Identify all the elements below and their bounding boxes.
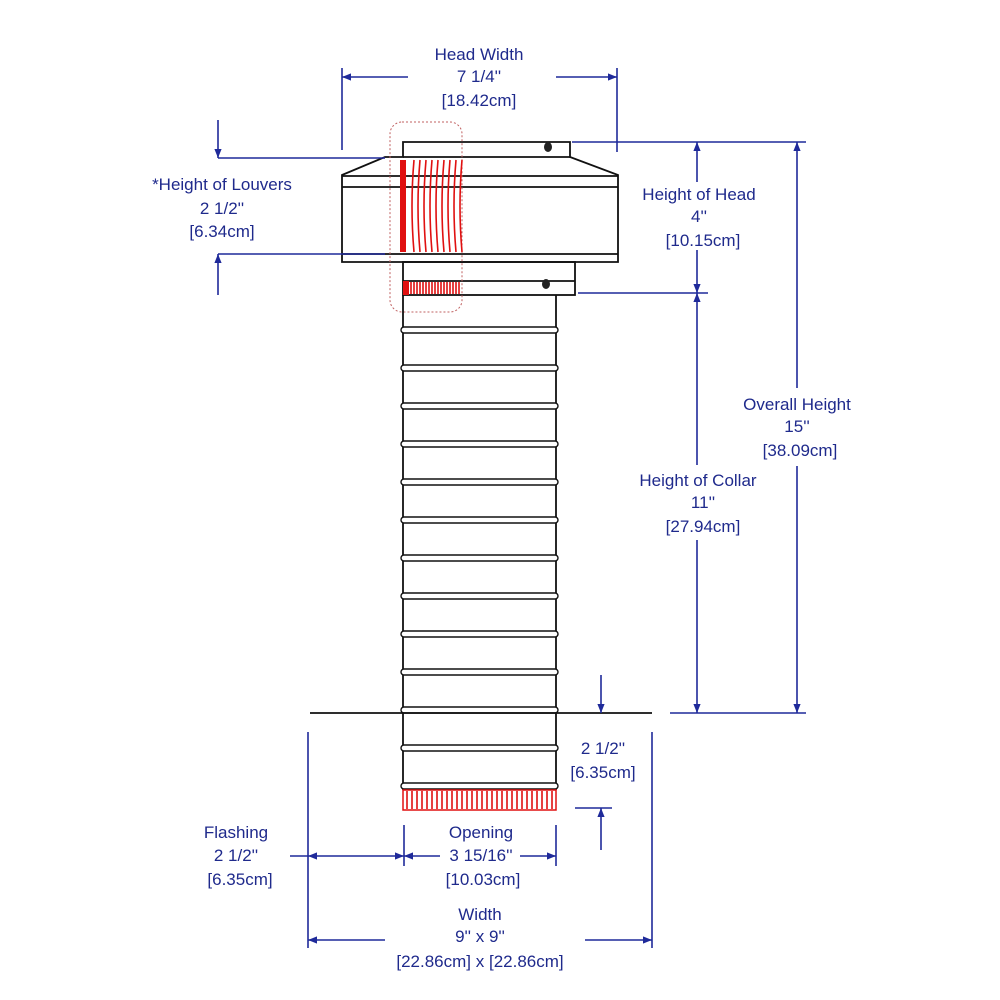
collar-rib [400, 592, 559, 600]
head-width-label: Head Width [435, 45, 524, 64]
collar-rib [400, 326, 559, 334]
louver-line [423, 159, 427, 253]
collar-rib [400, 554, 559, 562]
overall-height-label: Overall Height [743, 395, 851, 414]
collar-rib [400, 440, 559, 448]
below-roof-dimension: 2 1/2'' [6.35cm] [570, 675, 636, 850]
collar-rib [400, 630, 559, 638]
louver-line [435, 159, 439, 253]
flashing-label: Flashing [204, 823, 268, 842]
collar-rib [400, 782, 559, 790]
head-width-imperial: 7 1/4'' [457, 67, 501, 86]
collar-height-metric: [27.94cm] [666, 517, 741, 536]
collar-rib [400, 516, 559, 524]
overall-height-dimension: Overall Height 15'' [38.09cm] [743, 142, 851, 713]
screw-icon [542, 279, 550, 289]
louvers-metric: [6.34cm] [189, 222, 254, 241]
width-metric: [22.86cm] x [22.86cm] [396, 952, 563, 971]
collar-rib [400, 744, 559, 752]
opening-label: Opening [449, 823, 513, 842]
louvers-imperial: 2 1/2'' [200, 199, 244, 218]
head-height-label: Height of Head [642, 185, 755, 204]
louver-line [441, 159, 445, 253]
head-width-dimension: Head Width 7 1/4'' [18.42cm] [341, 45, 618, 152]
head-height-imperial: 4'' [691, 207, 707, 226]
overall-height-metric: [38.09cm] [763, 441, 838, 460]
collar-height-dimension: Height of Collar 11'' [27.94cm] [639, 293, 757, 713]
collar-rib [400, 402, 559, 410]
louver-line [459, 159, 463, 253]
width-imperial: 9'' x 9'' [455, 927, 505, 946]
opening-imperial: 3 15/16'' [449, 846, 512, 865]
head-height-metric: [10.15cm] [666, 231, 741, 250]
below-roof-metric: [6.35cm] [570, 763, 635, 782]
louver-line [453, 159, 457, 253]
louver-highlight [389, 121, 463, 313]
width-label: Width [458, 905, 501, 924]
overall-height-imperial: 15'' [784, 417, 809, 436]
louver-line [447, 159, 451, 253]
width-dimension: Width 9'' x 9'' [22.86cm] x [22.86cm] [307, 732, 653, 971]
collar-rib [400, 668, 559, 676]
vent-head [341, 141, 619, 296]
collar-height-label: Height of Collar [639, 471, 757, 490]
flashing-metric: [6.35cm] [207, 870, 272, 889]
flashing-dimension: Flashing 2 1/2'' [6.35cm] [204, 823, 404, 889]
head-height-dimension: Height of Head 4'' [10.15cm] [642, 142, 756, 293]
screw-icon [544, 142, 552, 152]
head-width-metric: [18.42cm] [442, 91, 517, 110]
louver-line [417, 159, 421, 253]
collar-rib [400, 478, 559, 486]
below-roof-imperial: 2 1/2'' [581, 739, 625, 758]
louvers-label: *Height of Louvers [152, 175, 292, 194]
flashing-imperial: 2 1/2'' [214, 846, 258, 865]
collar-rib [400, 364, 559, 372]
opening-metric: [10.03cm] [446, 870, 521, 889]
louver-line [429, 159, 433, 253]
louvers-dimension: *Height of Louvers 2 1/2'' [6.34cm] [152, 120, 385, 295]
vent-collar [400, 295, 559, 811]
louver-line [411, 159, 415, 253]
collar-height-imperial: 11'' [691, 493, 715, 512]
opening-dimension: Opening 3 15/16'' [10.03cm] [403, 823, 557, 889]
